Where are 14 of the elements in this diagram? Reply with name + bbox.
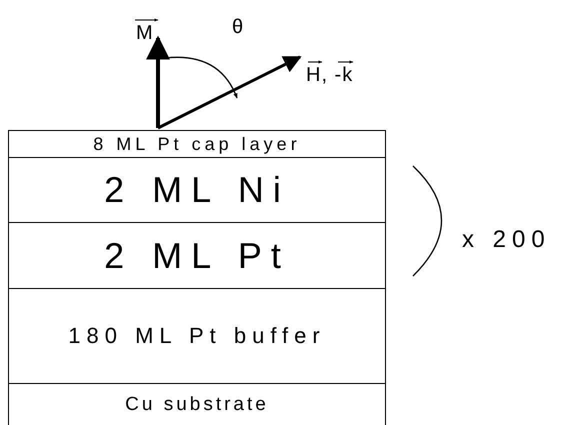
layer-box (8, 288, 386, 384)
vector-label: θ (232, 16, 244, 39)
layer-box (8, 222, 386, 289)
repeat-count: x 200 (462, 226, 551, 254)
layer-label: 2 ML Ni (104, 169, 290, 211)
vector-label: M (136, 22, 154, 45)
layer-box (8, 383, 386, 425)
layer-label: Cu substrate (125, 394, 269, 416)
layer-box (8, 157, 386, 223)
layer-label: 8 ML Pt cap layer (93, 134, 301, 154)
layer-label: 2 ML Pt (104, 234, 290, 276)
vector-label: H, -k (306, 64, 354, 87)
layer-label: 180 ML Pt buffer (68, 323, 326, 349)
layer-box (8, 130, 386, 158)
